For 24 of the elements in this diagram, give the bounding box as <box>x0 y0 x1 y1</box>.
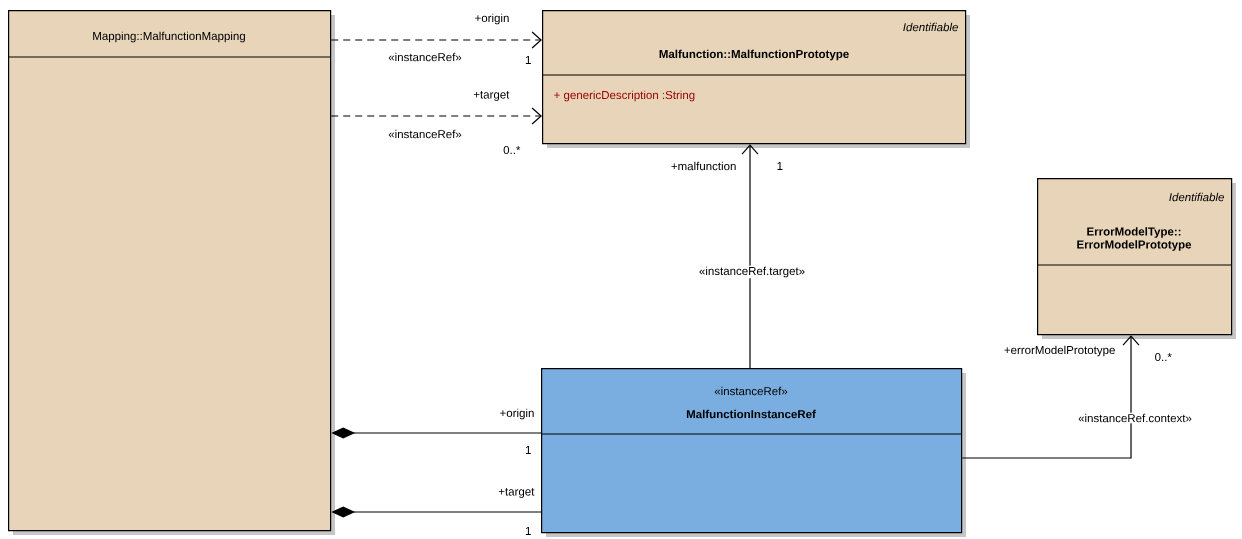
class-box: Identifiable Malfunction::MalfunctionPrototype + genericDescription :String <box>541 10 970 148</box>
edge-label: «instanceRef» <box>387 51 463 63</box>
role-label: 0..* <box>503 145 521 155</box>
role-label: 1 <box>777 162 783 170</box>
class-box: Identifiable ErrorModelType:: ErrorModelPrototype <box>1036 178 1236 339</box>
role-label: 0..* <box>1155 352 1172 362</box>
role-label: +target <box>498 488 535 498</box>
role-label: +origin <box>500 408 534 420</box>
edge-label: «instanceRef.target» <box>697 265 807 279</box>
dependency-arrow <box>330 107 542 125</box>
role-label: +errorModelPrototype <box>1004 345 1115 357</box>
role-label: +target <box>473 91 510 101</box>
association-arrow <box>741 144 759 369</box>
role-label: 1 <box>525 446 531 454</box>
role-label: +malfunction <box>671 161 736 171</box>
role-label: 1 <box>525 527 531 535</box>
class-box: Mapping::MalfunctionMapping <box>7 10 335 535</box>
role-label: 1 <box>525 56 531 64</box>
class-box: «instanceRef» MalfunctionInstanceRef <box>540 368 966 537</box>
edge-label: «instanceRef.context» <box>1077 412 1193 424</box>
role-label: +origin <box>475 13 509 25</box>
dependency-arrow <box>330 31 542 49</box>
association-arrow <box>961 335 1140 459</box>
edge-label: «instanceRef» <box>387 128 463 140</box>
